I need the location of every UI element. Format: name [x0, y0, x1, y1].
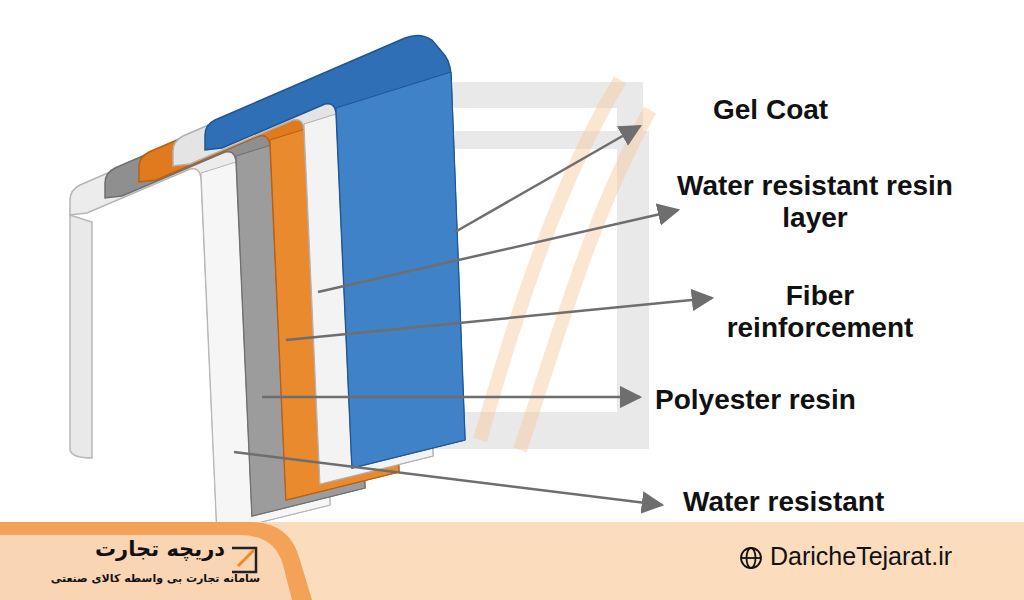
- brand-name: دریچه تجارت: [60, 537, 225, 561]
- leader-line: [286, 298, 712, 340]
- layer-label: Gel Coat: [713, 94, 973, 126]
- logo-mark: [232, 548, 256, 572]
- leader-line: [234, 452, 662, 505]
- globe-icon: [741, 548, 761, 568]
- layer-label: Water resistant resin layer: [670, 170, 960, 234]
- brand-tagline: سامانه تجارت بی واسطه کالای صنعتی: [20, 572, 260, 585]
- layer-label: Polyester resin: [655, 384, 955, 416]
- back-layer-leg: [70, 215, 92, 458]
- gel-coat-layer: [205, 35, 465, 468]
- layer-label: Water resistant: [683, 486, 983, 518]
- leader-line: [318, 210, 678, 292]
- website-url: DaricheTejarat.ir: [770, 542, 1020, 571]
- leader-line: [262, 396, 640, 399]
- footer-tab: [0, 522, 312, 600]
- footer-band: [0, 522, 1024, 600]
- footer-logo-panel: [0, 535, 292, 600]
- layer-label: Fiber reinforcement: [690, 280, 950, 344]
- leader-line: [455, 126, 640, 232]
